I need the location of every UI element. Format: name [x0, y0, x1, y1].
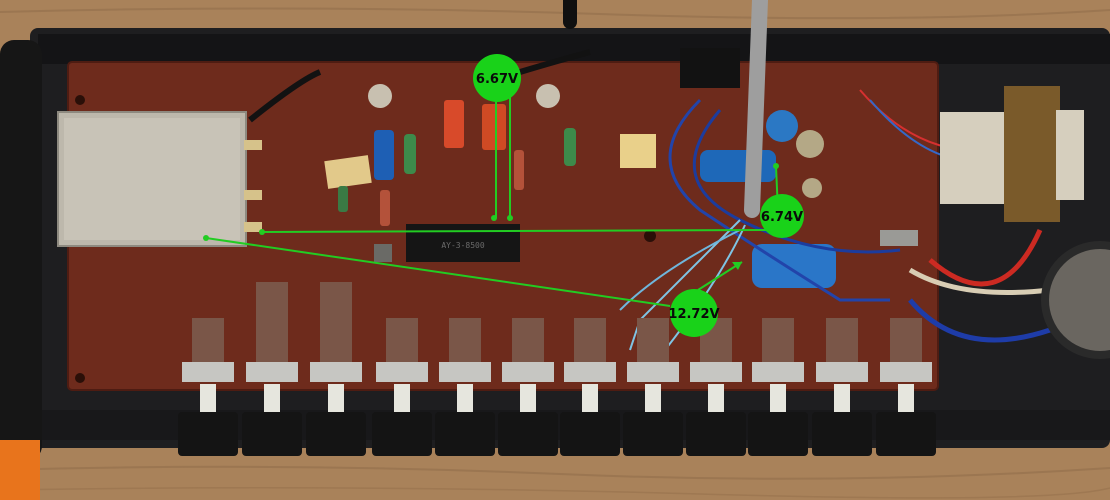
push-switch	[560, 318, 620, 456]
left-cable	[0, 40, 42, 500]
voltage-text-right: 6.74V	[761, 210, 803, 225]
push-switch	[435, 318, 495, 456]
arrow-head-icon	[732, 262, 742, 270]
push-switch	[748, 318, 808, 456]
push-switch	[686, 318, 746, 456]
rf-modulator-box	[57, 111, 262, 247]
chip-marking: AY-3-8500	[441, 241, 485, 250]
leader-line-right-a	[261, 229, 771, 233]
leader-line-bottom-a	[205, 237, 671, 307]
push-switch	[242, 282, 302, 456]
leader-dots	[203, 163, 779, 241]
push-switch	[876, 318, 936, 456]
switch-row	[178, 282, 936, 456]
voltage-label-top: 6.67V	[473, 54, 521, 102]
leader-line-bottom-b	[697, 261, 743, 291]
push-switch	[178, 318, 238, 456]
push-switch	[812, 318, 872, 456]
speaker	[1041, 241, 1110, 359]
voltage-text-bottom: 12.72V	[668, 307, 719, 322]
main-chip: AY-3-8500	[406, 224, 520, 262]
transformer	[940, 86, 1084, 222]
push-switch	[372, 318, 432, 456]
push-switch	[623, 318, 683, 456]
voltage-label-bottom: 12.72V	[668, 289, 720, 337]
push-switch	[498, 318, 558, 456]
voltage-text-top: 6.67V	[476, 72, 518, 87]
voltage-label-right: 6.74V	[760, 194, 804, 238]
push-switch	[306, 282, 366, 456]
